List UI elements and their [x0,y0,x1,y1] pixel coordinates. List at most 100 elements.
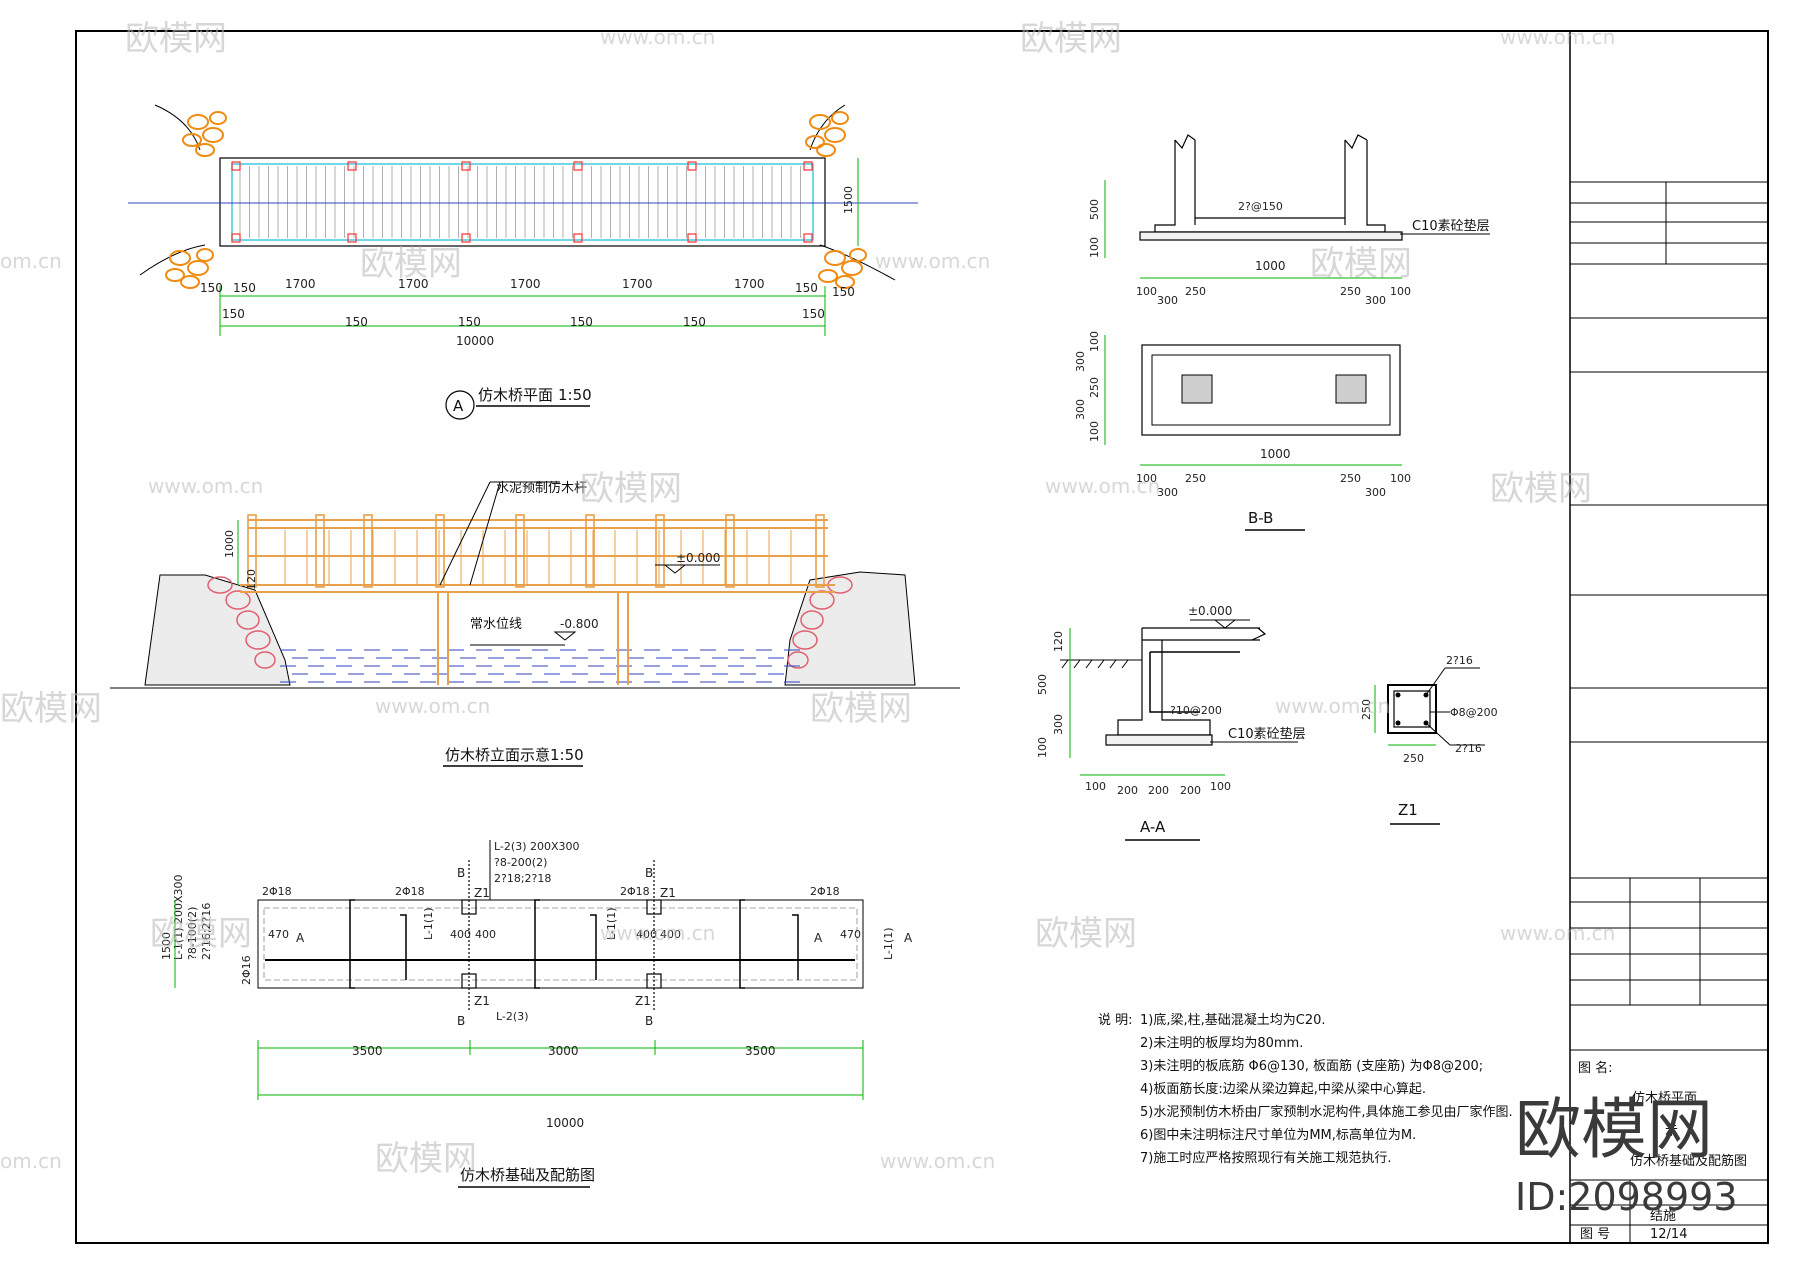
notes-heading: 说 明: [1098,1013,1133,1028]
rail-post [363,514,373,588]
plan-dim-top-8: 150 [832,285,855,299]
watermark-site-9: www.om.cn [600,921,715,945]
plan-deck-outline [219,157,826,247]
foundation-rebar-b: 2Φ18 [395,885,425,898]
foundation-cut-b-4: B [645,1014,653,1028]
foundation-l1-3: L-1(1) [882,928,895,960]
watermark-site-1: www.om.cn [600,25,715,49]
bb-plan-v-1: 300 [1074,351,1087,372]
plan-post-bottom [573,233,583,243]
watermark-site-10: www.om.cn [1500,921,1615,945]
aa-ground [1060,659,1142,669]
watermark-brand-large: 欧模网 [1515,1091,1713,1168]
z1-w: 250 [1403,752,1424,765]
foundation-d470-2: 470 [840,928,861,941]
bb-dim-top-0: 100 [1136,285,1157,298]
watermark-brand-5: 欧模网 [580,469,682,509]
foundation-d400-1: 400 [450,928,471,941]
watermark-site-8: www.om.cn [1275,694,1390,718]
watermarks: 欧模网 www.om.cn 欧模网 www.om.cn om.cn 欧模网 ww… [0,19,1615,1179]
titleblock-sheet-no: 12/14 [1650,1227,1687,1242]
bb-plan-w: 1000 [1260,447,1291,461]
plan-dim-total: 10000 [456,334,494,348]
plan-scale: 1:50 [558,386,592,404]
titleblock-name-fragment-2: 示 [1665,1124,1678,1139]
notes-line-6: 7)施工时应严格按照现行有关施工规范执行. [1140,1150,1391,1166]
plan-post-top [347,161,357,171]
bb-dim-bottom-2: 250 [1185,472,1206,485]
general-notes: 说 明: 1)底,梁,柱,基础混凝土均为C20. 2)未注明的板厚均为80mm.… [1098,1012,1513,1166]
foundation-z1-2: Z1 [660,886,676,900]
foundation-left-spec-2: ?8-100(2) [186,907,199,960]
bb-plan-v-2: 250 [1088,377,1101,398]
elevation-leader-note: 水泥预制仿木杆 [496,481,587,496]
plan-post-top [803,161,813,171]
foundation-z1-1: Z1 [474,886,490,900]
aa-rebar: ?10@200 [1170,704,1222,717]
elevation-scale: 1:50 [550,746,584,764]
plan-dim-mid-3: 150 [570,315,593,329]
aa-title: A-A [1140,818,1166,836]
rail-post [247,514,257,588]
foundation-z1-3: Z1 [474,994,490,1008]
elevation-view: 水泥预制仿木杆 ±0.000 常水位线 -0.800 1000 120 仿木桥立… [110,481,960,767]
elevation-water [280,649,800,683]
plan-dim-top-7: 150 [795,281,818,295]
plan-post-top [461,161,471,171]
watermark-brand-1: 欧模网 [125,19,227,59]
bb-dim-top-2: 250 [1185,285,1206,298]
plan-post-bottom [687,233,697,243]
bb-title: B-B [1248,509,1273,527]
foundation-d400-3: 400 [636,928,657,941]
bb-dim-top-3: 250 [1340,285,1361,298]
elevation-level-deck: ±0.000 [676,551,720,565]
foundation-beam-spec-1: L-2(3) 200X300 [494,840,580,853]
bb-dim-bottom-4: 300 [1365,486,1386,499]
elevation-dim-beam: 120 [245,569,258,590]
plan-dim-top-2: 1700 [285,277,316,291]
watermark-site-3: om.cn [0,249,62,273]
plan-posts [231,161,813,243]
aa-v-2: 300 [1052,714,1065,735]
aa-v-1: 500 [1036,674,1049,695]
bb-w1000: 1000 [1255,259,1286,273]
plan-bank-bottom [139,244,896,281]
rail-post [655,514,665,588]
foundation-beam-spec-3: 2?18;2?18 [494,872,551,885]
plan-label-symbol: A [453,397,464,415]
foundation-z1-4: Z1 [635,994,651,1008]
foundation-height: 1500 [160,932,173,960]
plan-dim-mid-2: 150 [458,315,481,329]
watermark-brand-7: 欧模网 [0,689,102,729]
aa-h-2: 200 [1148,784,1169,797]
bb-dim-bottom-1: 300 [1157,486,1178,499]
bb-plan-v-4: 100 [1088,421,1101,442]
watermark-site-7: www.om.cn [375,694,490,718]
aa-bedding: C10素砼垫层 [1228,726,1306,742]
plan-title: 仿木桥平面 [478,386,553,404]
plan-post-bottom [231,233,241,243]
plan-post-top [573,161,583,171]
foundation-columns [461,860,662,1010]
watermark-brand-8: 欧模网 [810,689,912,729]
plan-dim-mid-5: 150 [802,307,825,321]
rail-post [585,514,595,588]
titleblock-name-label: 图 名: [1578,1060,1613,1076]
foundation-cut-a-1: A [296,931,305,945]
column-z1: 2?16 Φ8@200 2?16 250 250 Z1 [1360,654,1498,825]
z1-h: 250 [1360,699,1373,720]
watermark-brand-11: 欧模网 [375,1139,477,1179]
watermark-site-12: www.om.cn [880,1149,995,1173]
elevation-water-label: 常水位线 [470,617,522,632]
plan-dim-mid-1: 150 [345,315,368,329]
rail-post [725,514,735,588]
watermark-brand-9: 欧模网 [150,914,252,954]
notes-line-5: 6)图中未注明标注尺寸单位为MM,标高单位为M. [1140,1127,1416,1143]
foundation-left-spec-4: 2Φ16 [240,955,253,985]
foundation-d470-1: 470 [268,928,289,941]
foundation-cut-b-3: B [457,1014,465,1028]
elevation-dim-rail: 1000 [223,530,236,558]
bb-plan-v-0: 100 [1088,331,1101,352]
foundation-cut-a-2: A [814,931,823,945]
